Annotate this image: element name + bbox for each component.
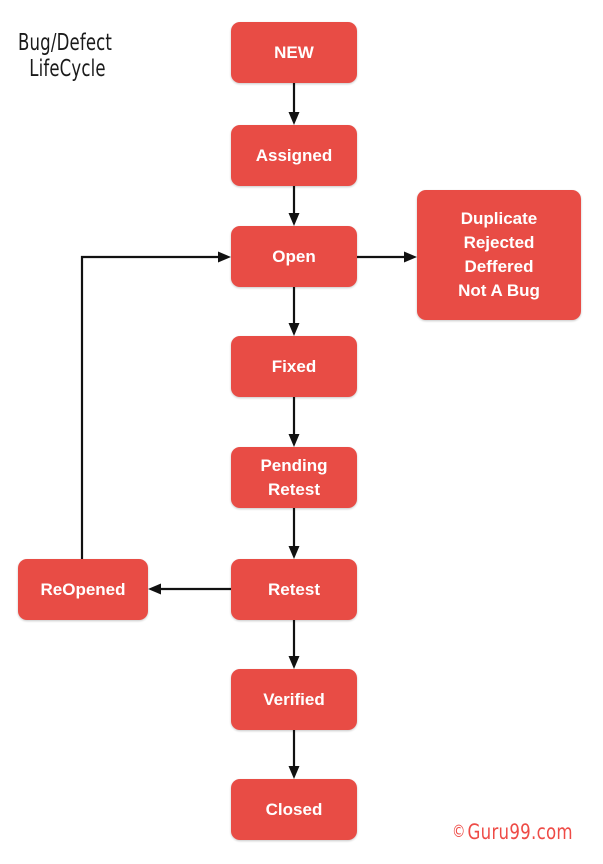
edge-verified-closed — [288, 730, 300, 779]
node-assigned[interactable]: Assigned — [231, 125, 357, 186]
copyright-icon: © — [452, 822, 466, 842]
edge-fixed-pending — [288, 397, 300, 447]
node-duplicate-rejected-deffered-not-a-bug[interactable]: Duplicate Rejected Deffered Not A Bug — [417, 190, 581, 320]
edge-open-fixed — [288, 287, 300, 336]
edge-new-assigned — [288, 83, 300, 125]
node-fixed[interactable]: Fixed — [231, 336, 357, 397]
node-reopened[interactable]: ReOpened — [18, 559, 148, 620]
guru99-watermark: ©Guru99.com — [452, 820, 573, 844]
node-closed[interactable]: Closed — [231, 779, 357, 840]
node-verified[interactable]: Verified — [231, 669, 357, 730]
diagram-title-line-1: Bug/Defect — [18, 30, 113, 56]
watermark-text: Guru99.com — [467, 820, 573, 844]
edge-pending-retest — [288, 508, 300, 559]
node-open[interactable]: Open — [231, 226, 357, 287]
node-new[interactable]: NEW — [231, 22, 357, 83]
node-pending-retest[interactable]: Pending Retest — [231, 447, 357, 508]
edge-assigned-open — [288, 186, 300, 226]
edge-retest-reopened — [148, 583, 231, 595]
edge-retest-verified — [288, 620, 300, 669]
node-retest[interactable]: Retest — [231, 559, 357, 620]
edge-reopened-open — [80, 251, 231, 559]
diagram-title-line-2: LifeCycle — [29, 56, 106, 82]
edge-open-duplicate — [357, 251, 417, 263]
